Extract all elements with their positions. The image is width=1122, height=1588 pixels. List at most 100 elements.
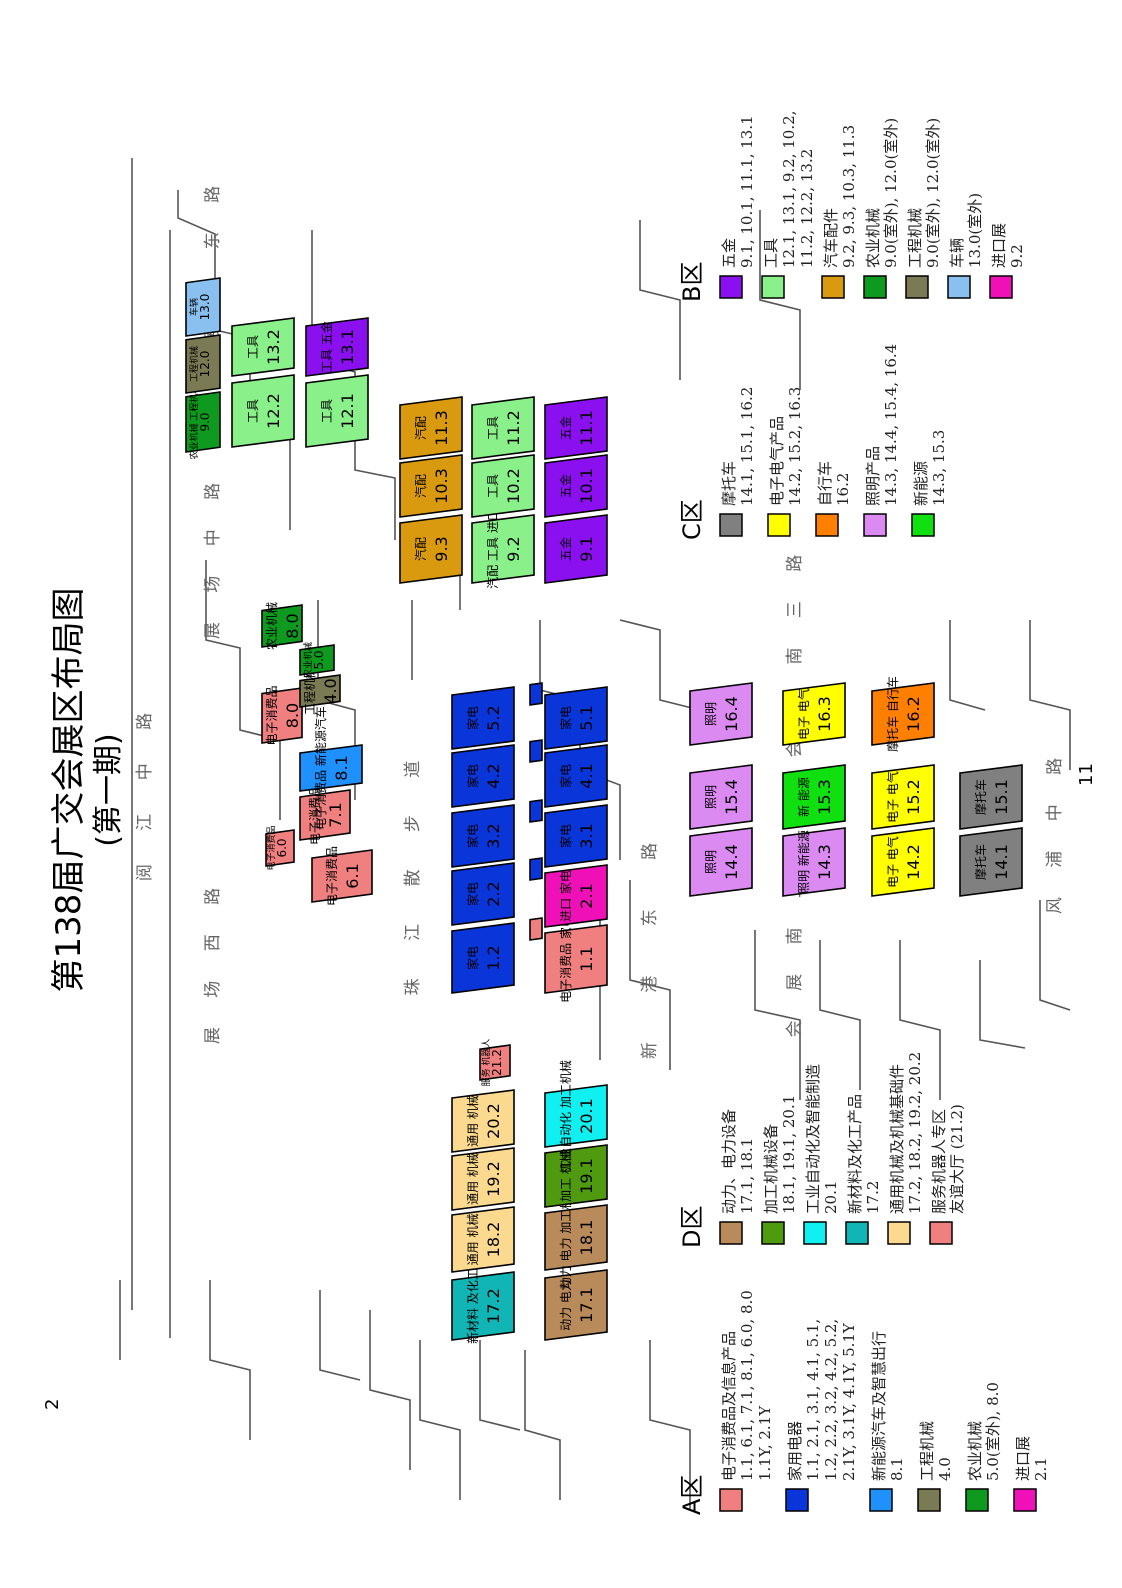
hall-number: 21.2 (490, 1049, 504, 1076)
hall-number: 6.0 (275, 838, 289, 857)
legend-text: 14.3, 14.4, 15.4, 16.4 (882, 344, 900, 506)
hall-5-1Y[interactable] (529, 682, 543, 706)
legend-swatch (761, 1221, 785, 1245)
hall-1-1Y[interactable] (529, 917, 543, 941)
legend-text: 农业机械 (966, 1421, 984, 1481)
hall-4-1Y[interactable] (529, 739, 543, 763)
hall-shape (299, 744, 363, 792)
hall-number: 12.2 (264, 393, 283, 429)
legend-swatch (815, 513, 839, 537)
hall-shape (185, 277, 221, 337)
hall-shape (782, 827, 846, 897)
legend-swatch (719, 1488, 743, 1512)
hall-shape (261, 604, 303, 648)
legend-text: 5.0(室外), 8.0 (984, 1382, 1002, 1481)
hall-shape (544, 686, 608, 750)
hall-label: 动力 电力 (559, 1279, 573, 1331)
hall-shape (529, 739, 543, 763)
hall-label: 工具 (246, 399, 260, 423)
legend-text: 照明产品 (864, 446, 882, 506)
hall-label: 照明 (704, 702, 718, 726)
legend-swatch (863, 275, 887, 299)
hall-label: 动力 电力 加工机械 (558, 1186, 573, 1290)
legend-swatch (719, 1221, 743, 1245)
hall-number: 8.1 (332, 755, 351, 780)
hall-label: 照明 新能源 (796, 830, 811, 894)
hall-shape (782, 682, 846, 746)
hall-label: 家电 (465, 824, 480, 848)
legend-text: 加工机械设备 (762, 1124, 780, 1214)
hall-label: 家电 (465, 764, 480, 788)
hall-number: 6.1 (343, 863, 362, 888)
hall-shape (451, 1089, 515, 1153)
road-zhujiang: 珠 江 散 步 道 (403, 745, 423, 996)
hall-shape (451, 686, 515, 750)
hall-2-1Y[interactable] (529, 857, 543, 881)
hall-label: 家电 (465, 882, 480, 906)
hall-number: 20.2 (484, 1103, 503, 1139)
hall-label: 五金 (558, 474, 573, 498)
hall-number: 9.2 (504, 536, 523, 561)
legend-text: 9.2, 9.3, 10.3, 11.3 (840, 125, 858, 268)
hall-shape (544, 804, 608, 868)
hall-3-1Y[interactable] (529, 799, 543, 823)
legend-text: 工具 (762, 238, 780, 268)
hall-number: 5.0 (312, 650, 326, 669)
